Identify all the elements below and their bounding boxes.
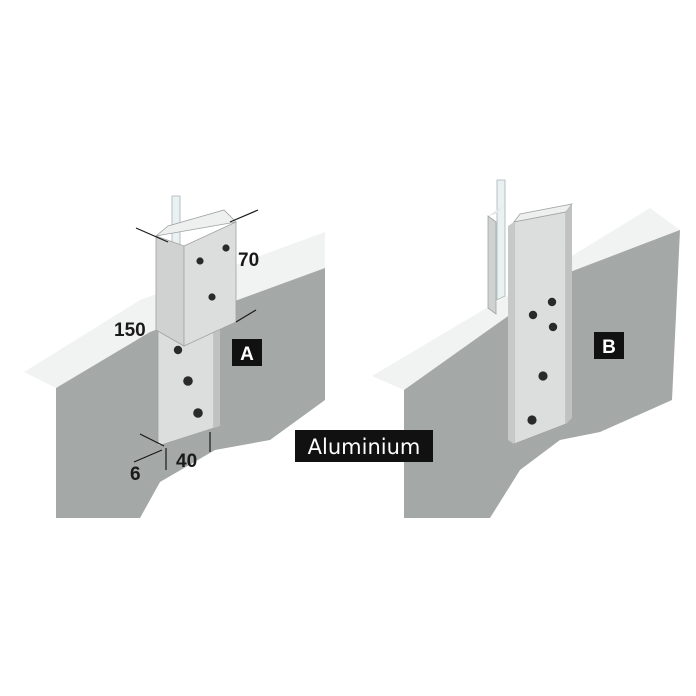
hole-b-2 <box>547 297 557 307</box>
material-label: Aluminium <box>308 435 421 459</box>
dimension-width: 70 <box>238 250 259 271</box>
glass-pane-b <box>496 179 506 301</box>
hole-a-3 <box>193 408 203 418</box>
variant-a-badge: A <box>232 339 262 366</box>
hole-b-4 <box>538 371 548 381</box>
mounting-plate-b <box>487 203 573 445</box>
clamp-block-a <box>154 209 237 347</box>
mounting-plate-a <box>157 320 220 447</box>
hole-a-top-1 <box>196 257 204 265</box>
hole-a-2 <box>183 376 193 386</box>
variant-b-badge: B <box>594 332 624 359</box>
hole-a-1 <box>173 345 183 355</box>
hole-b-1 <box>528 310 538 320</box>
scene-variant-b: B <box>372 179 680 518</box>
scene-variant-a: 70 150 6 40 A <box>24 195 325 518</box>
material-badge: Aluminium <box>295 430 433 462</box>
hole-b-5 <box>527 415 537 425</box>
hole-a-top-2 <box>222 244 230 252</box>
dimension-height: 150 <box>114 320 146 341</box>
hole-b-3 <box>548 322 558 332</box>
hole-a-top-3 <box>208 293 216 301</box>
dimension-thickness: 6 <box>130 464 141 485</box>
variant-a-label: A <box>240 344 254 365</box>
variant-b-label: B <box>602 337 616 358</box>
dimension-depth: 40 <box>176 451 197 472</box>
dimension-lines-a <box>133 209 259 470</box>
